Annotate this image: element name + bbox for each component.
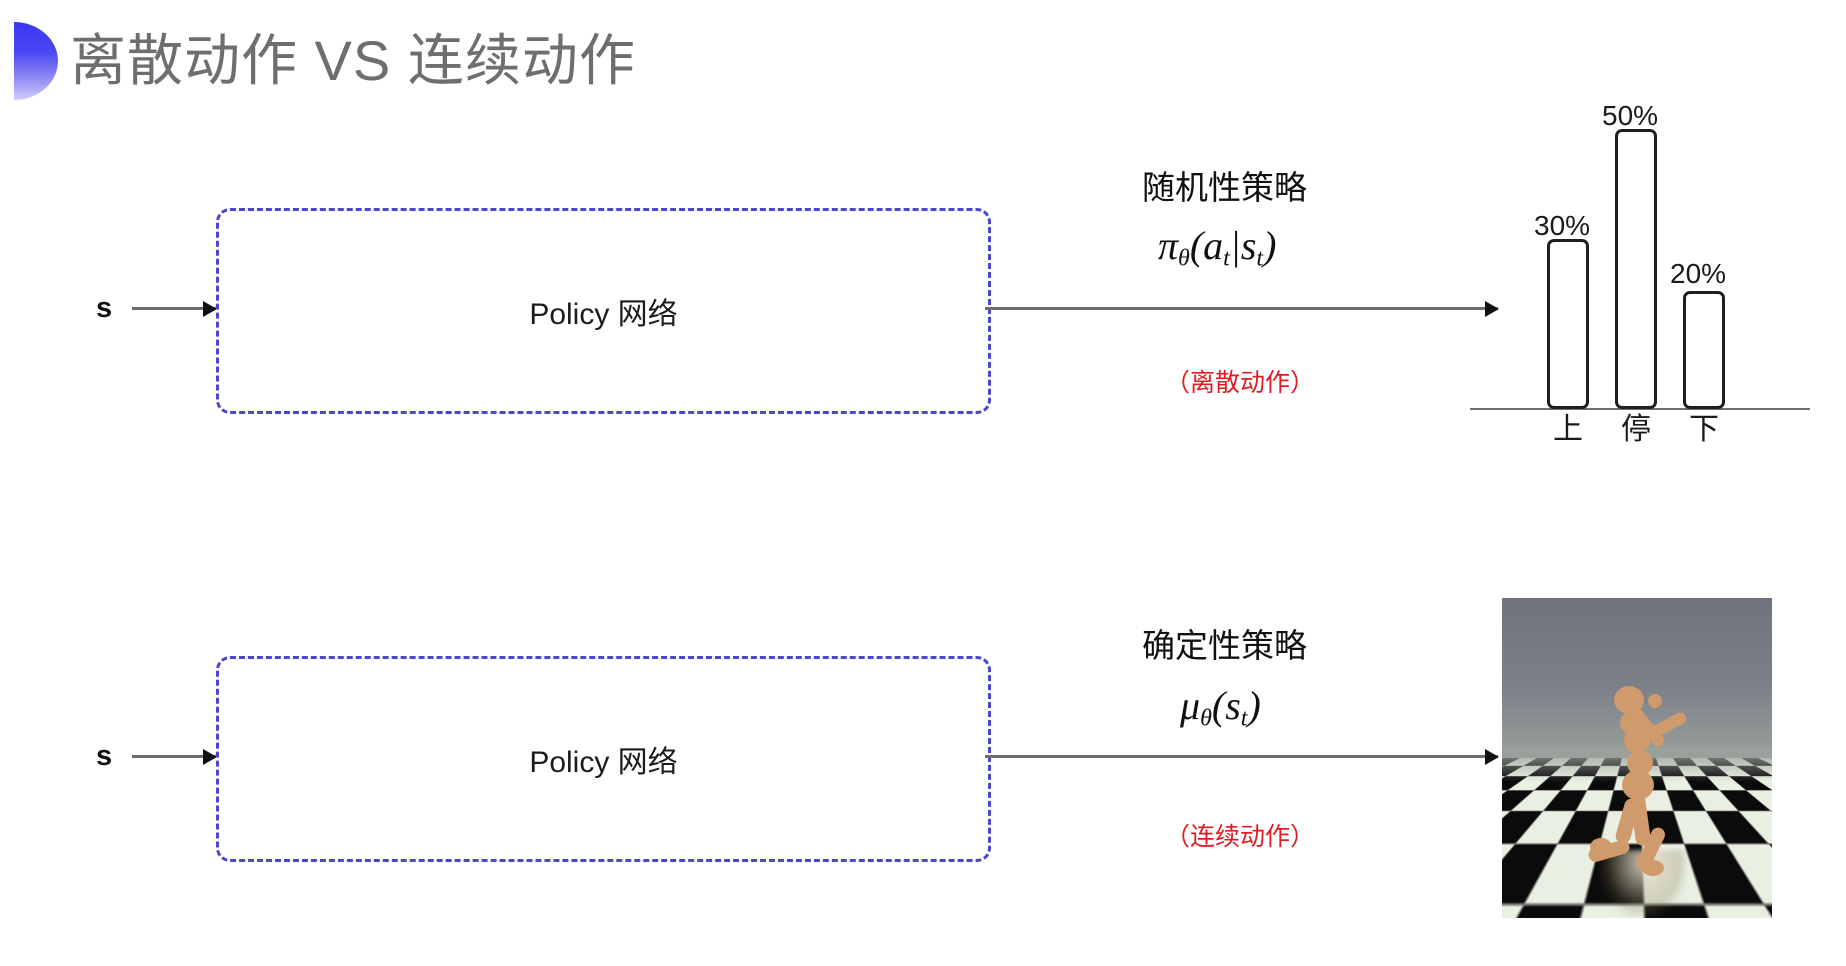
bar-value-down: 20% — [1670, 258, 1727, 289]
bar-category-down: 下 — [1689, 413, 1719, 446]
input-arrow-top — [132, 307, 216, 310]
formula-close-paren-2: ) — [1247, 683, 1261, 728]
humanoid-simulation-image — [1502, 598, 1772, 918]
input-state-label-top: s — [96, 292, 113, 324]
bar-value-up: 30% — [1534, 210, 1591, 241]
formula-pi: π — [1158, 223, 1179, 268]
input-arrow-bottom — [132, 755, 216, 758]
policy-network-box-top[interactable]: Policy 网络 — [216, 208, 991, 414]
deterministic-policy-title: 确定性策略 — [1142, 627, 1307, 664]
deterministic-policy-formula: μθ(st) — [1180, 682, 1261, 733]
stochastic-policy-title: 随机性策略 — [1142, 169, 1307, 206]
humanoid-foot-front — [1642, 860, 1664, 876]
formula-t-sub-2: t — [1256, 245, 1264, 272]
formula-open-a: (a — [1189, 223, 1224, 268]
policy-network-label-bottom: Policy 网络 — [529, 746, 678, 779]
discrete-action-note: （离散动作） — [1165, 369, 1316, 397]
input-state-label-bottom: s — [96, 740, 113, 772]
bar-up — [1547, 239, 1589, 409]
formula-t-sub-3: t — [1240, 705, 1248, 732]
page-title: 离散动作 VS 连续动作 — [70, 29, 636, 92]
stochastic-policy-formula: πθ(at|st) — [1158, 222, 1276, 273]
bar-value-stay: 50% — [1602, 100, 1659, 131]
bar-stay — [1615, 129, 1657, 409]
formula-close-paren: ) — [1263, 223, 1277, 268]
humanoid-hand — [1648, 694, 1662, 708]
humanoid-foot-back — [1590, 838, 1612, 856]
policy-network-box-bottom[interactable]: Policy 网络 — [216, 656, 991, 862]
formula-t-sub-1: t — [1223, 245, 1230, 272]
policy-network-label-top: Policy 网络 — [529, 298, 678, 331]
bar-category-up: 上 — [1553, 413, 1583, 446]
title-bullet-icon — [14, 22, 58, 100]
bar-category-stay: 停 — [1621, 413, 1651, 446]
output-arrow-top — [985, 307, 1498, 310]
discrete-action-bar-chart: 30% 50% 20% 上 停 下 — [1470, 100, 1810, 450]
output-arrow-bottom — [985, 755, 1498, 758]
bar-down — [1683, 291, 1725, 409]
formula-mu: μ — [1180, 683, 1201, 728]
formula-theta-sub: θ — [1178, 245, 1190, 272]
chart-axis-line — [1470, 408, 1810, 410]
formula-theta-sub-2: θ — [1200, 705, 1212, 732]
formula-bar-s: |s — [1229, 223, 1257, 268]
continuous-action-note: （连续动作） — [1165, 823, 1316, 851]
formula-open-s: (s — [1211, 683, 1241, 728]
